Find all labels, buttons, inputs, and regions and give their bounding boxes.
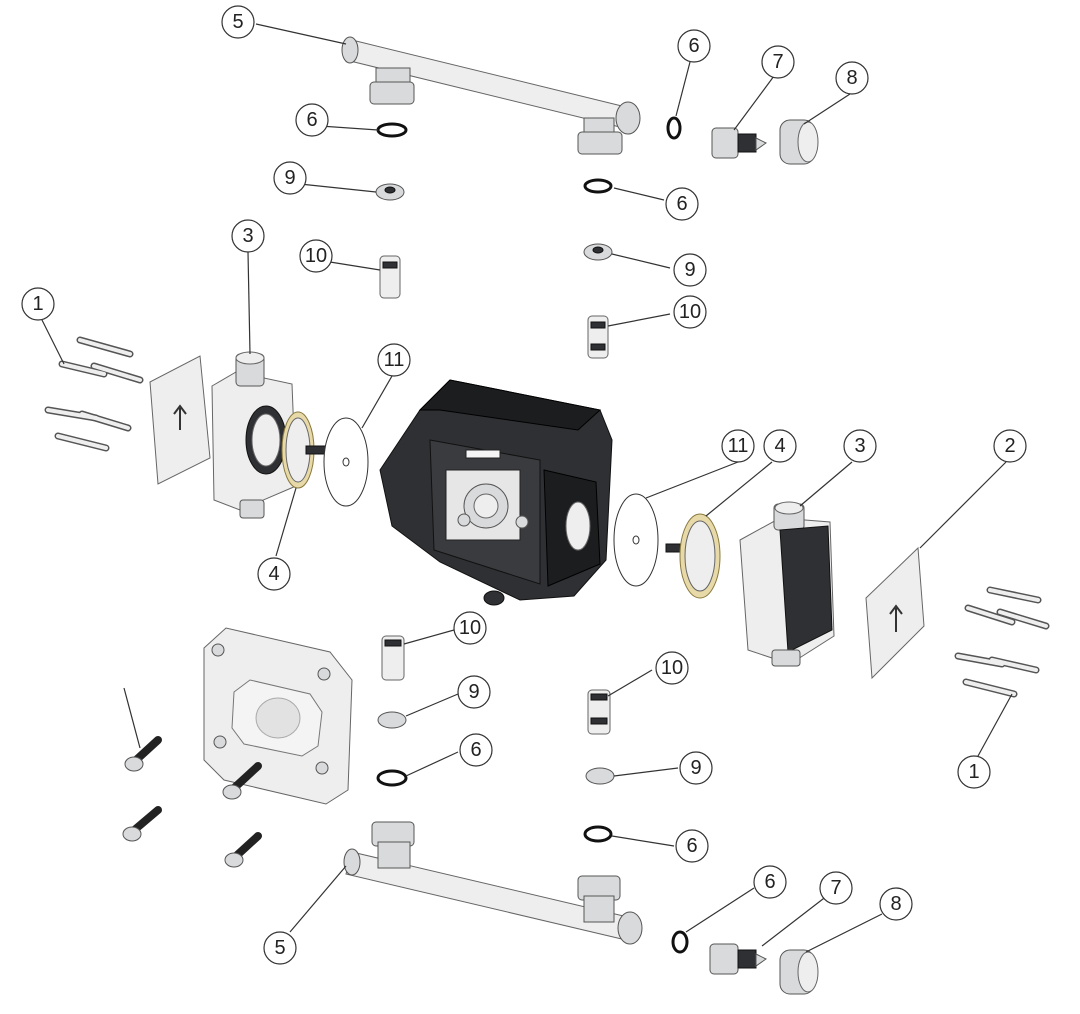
- callout-label: 1: [32, 293, 43, 315]
- callout-label: 9: [684, 259, 695, 281]
- valve-seat-9: [375, 183, 405, 201]
- o-ring: [583, 825, 613, 843]
- callout-11: 11: [377, 343, 411, 377]
- left-cover-plate: [149, 355, 211, 485]
- left-pump-head: [211, 351, 297, 519]
- callout-8: 8: [835, 61, 869, 95]
- callout-6: 6: [753, 865, 787, 899]
- callout-6: 6: [675, 829, 709, 863]
- pump-body: [379, 379, 613, 606]
- valve-seat-9: [377, 711, 407, 729]
- left-diaphragm: [281, 411, 329, 489]
- o-ring: [376, 769, 408, 787]
- callout-10: 10: [673, 295, 707, 329]
- callout-6: 6: [665, 187, 699, 221]
- callout-label: 1: [968, 761, 979, 783]
- callout-8: 8: [879, 887, 913, 921]
- leader-lines: [41, 23, 1013, 953]
- callout-3: 3: [843, 429, 877, 463]
- callout-10: 10: [453, 611, 487, 645]
- callout-1: 1: [957, 755, 991, 789]
- mounting-plate: [203, 627, 353, 805]
- callout-10: 10: [299, 239, 333, 273]
- callout-9: 9: [457, 675, 491, 709]
- valve-cartridge-10: [381, 635, 405, 681]
- callout-label: 7: [830, 877, 841, 899]
- callout-9: 9: [679, 751, 713, 785]
- callout-label: 6: [686, 835, 697, 857]
- left-disc-11: [323, 417, 369, 507]
- callout-7: 7: [761, 45, 795, 79]
- callout-label: 11: [728, 435, 749, 457]
- right-bolts: [954, 586, 1050, 698]
- callout-label: 10: [661, 657, 683, 679]
- callout-label: 10: [459, 617, 481, 639]
- callout-3: 3: [231, 219, 265, 253]
- nut-8-bottom: [779, 949, 819, 995]
- nut-8-top: [779, 119, 819, 165]
- callout-label: 8: [846, 67, 857, 89]
- callout-4: 4: [763, 429, 797, 463]
- callout-9: 9: [673, 253, 707, 287]
- valve-seat-9: [583, 243, 613, 261]
- callout-10: 10: [655, 651, 689, 685]
- callout-5-bottom: 5: [263, 931, 297, 965]
- right-cover-plate: [865, 546, 925, 680]
- callout-label: 5: [232, 11, 243, 33]
- mounting-screws: [122, 736, 262, 868]
- callout-label: 5: [274, 937, 285, 959]
- callout-2: 2: [993, 429, 1027, 463]
- callout-label: 7: [772, 51, 783, 73]
- callout-label: 10: [305, 245, 327, 267]
- callout-7: 7: [819, 871, 853, 905]
- left-bolts: [44, 336, 144, 452]
- callout-6: 6: [677, 29, 711, 63]
- callout-5-top: 5: [221, 5, 255, 39]
- o-ring: [376, 122, 408, 138]
- callout-6: 6: [295, 103, 329, 137]
- top-manifold: [341, 36, 641, 155]
- o-ring: [671, 930, 689, 954]
- callout-label: 8: [890, 893, 901, 915]
- right-disc-11: [613, 493, 659, 587]
- callout-label: 9: [690, 757, 701, 779]
- callout-11: 11: [721, 429, 755, 463]
- callout-label: 3: [242, 225, 253, 247]
- o-ring: [666, 116, 682, 140]
- valve-cartridge-10: [587, 315, 609, 359]
- callout-label: 9: [468, 681, 479, 703]
- valve-cartridge-10: [587, 689, 611, 735]
- bottom-manifold: [343, 821, 643, 945]
- valve-seat-9: [585, 767, 615, 785]
- right-diaphragm: [665, 513, 721, 599]
- callout-label: 6: [676, 193, 687, 215]
- fitting-7-top: [711, 127, 767, 159]
- callout-label: 6: [764, 871, 775, 893]
- callout-label: 3: [854, 435, 865, 457]
- callout-4: 4: [257, 557, 291, 591]
- callout-label: 6: [470, 739, 481, 761]
- callout-1: 1: [21, 287, 55, 321]
- callout-label: 11: [384, 349, 405, 371]
- callout-label: 9: [284, 167, 295, 189]
- o-ring: [583, 178, 613, 194]
- callout-label: 6: [688, 35, 699, 57]
- right-pump-head: [739, 501, 835, 667]
- callout-label: 2: [1004, 435, 1015, 457]
- callout-6: 6: [459, 733, 493, 767]
- fitting-7-bottom: [709, 943, 767, 975]
- callout-9: 9: [273, 161, 307, 195]
- callout-label: 4: [774, 435, 785, 457]
- callout-label: 4: [268, 563, 279, 585]
- callout-label: 6: [306, 109, 317, 131]
- valve-cartridge-10: [379, 255, 401, 299]
- callout-label: 10: [679, 301, 701, 323]
